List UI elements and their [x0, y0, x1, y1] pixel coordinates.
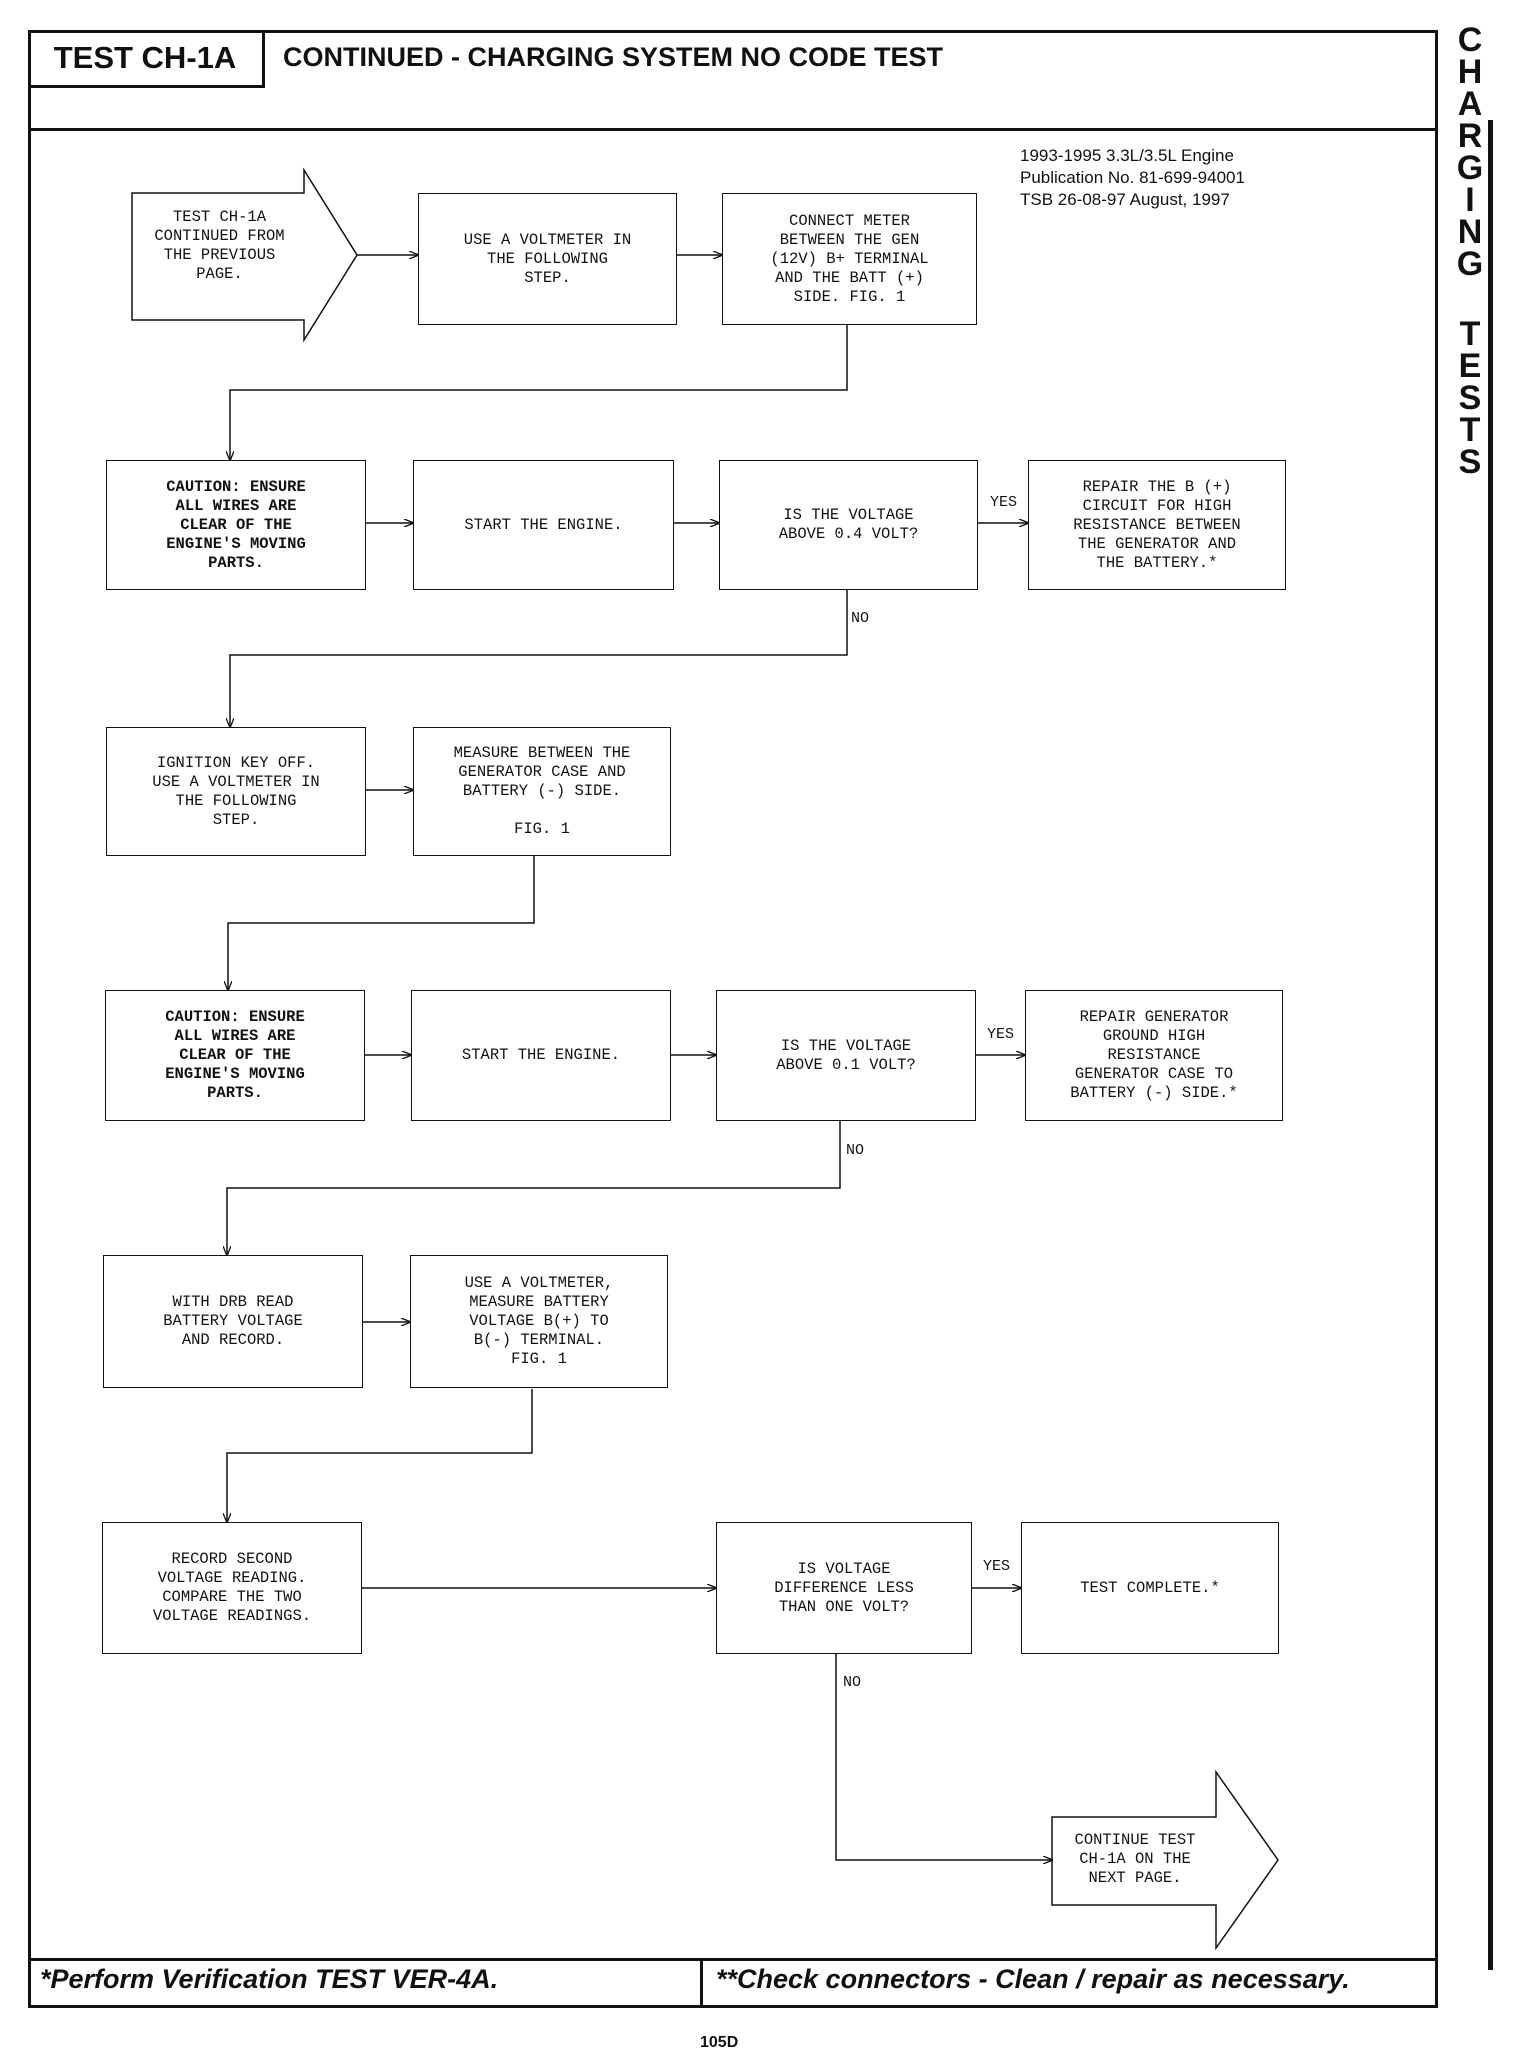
step-ignition-off: IGNITION KEY OFF. USE A VOLTMETER IN THE… — [106, 727, 366, 856]
result-repair-generator-ground: REPAIR GENERATOR GROUND HIGH RESISTANCE … — [1025, 990, 1283, 1121]
step-use-voltmeter: USE A VOLTMETER IN THE FOLLOWING STEP. — [418, 193, 677, 325]
no-label: NO — [846, 1142, 865, 1159]
footer-note-connectors: **Check connectors - Clean / repair as n… — [716, 1964, 1350, 1994]
step-connect-meter: CONNECT METER BETWEEN THE GEN (12V) B+ T… — [722, 193, 977, 325]
start-arrow-text: TEST CH-1A CONTINUED FROM THE PREVIOUS P… — [154, 208, 285, 283]
caution-box: CAUTION: ENSURE ALL WIRES ARE CLEAR OF T… — [105, 990, 365, 1121]
footer-divider — [28, 1958, 1438, 1961]
page-number: 105D — [700, 2034, 739, 2051]
continue-arrow-shape — [1051, 1769, 1279, 1951]
section-tab-letter: S — [1458, 379, 1482, 417]
footer-note-verification: *Perform Verification TEST VER-4A. — [40, 1964, 499, 1994]
publication-info: 1993-1995 3.3L/3.5L Engine Publication N… — [1020, 145, 1245, 211]
section-tab-letter: I — [1465, 181, 1475, 219]
publication-engine: 1993-1995 3.3L/3.5L Engine — [1020, 146, 1234, 165]
result-repair-b-plus-circuit: REPAIR THE B (+) CIRCUIT FOR HIGH RESIST… — [1028, 460, 1286, 590]
yes-label: YES — [990, 494, 1018, 511]
page-title: CONTINUED - CHARGING SYSTEM NO CODE TEST — [283, 42, 944, 72]
section-tab-letter: G — [1456, 149, 1484, 187]
section-tab-letter: E — [1458, 347, 1482, 385]
section-tab-letter: T — [1459, 315, 1481, 353]
step-record-second-reading: RECORD SECOND VOLTAGE READING. COMPARE T… — [102, 1522, 362, 1654]
footer-separator — [700, 1958, 703, 2008]
section-tab-letter: H — [1457, 53, 1483, 91]
result-test-complete: TEST COMPLETE.* — [1021, 1522, 1279, 1654]
decision-voltage-difference: IS VOLTAGE DIFFERENCE LESS THAN ONE VOLT… — [716, 1522, 972, 1654]
section-tab-letter: S — [1458, 443, 1482, 481]
header-divider — [28, 128, 1438, 131]
step-measure-generator-case: MEASURE BETWEEN THE GENERATOR CASE AND B… — [413, 727, 671, 856]
yes-label: YES — [983, 1558, 1011, 1575]
section-tab-letter: R — [1457, 117, 1483, 155]
decision-voltage-above-0-1: IS THE VOLTAGE ABOVE 0.1 VOLT? — [716, 990, 976, 1121]
step-start-engine: START THE ENGINE. — [413, 460, 674, 590]
start-arrow-shape — [131, 167, 358, 343]
publication-tsb: TSB 26-08-97 August, 1997 — [1020, 190, 1230, 209]
step-drb-read-voltage: WITH DRB READ BATTERY VOLTAGE AND RECORD… — [103, 1255, 363, 1388]
section-tab-letter: G — [1456, 245, 1484, 283]
step-measure-battery-voltage: USE A VOLTMETER, MEASURE BATTERY VOLTAGE… — [410, 1255, 668, 1388]
test-id-label: TEST CH-1A — [28, 30, 265, 88]
section-tab-letter: T — [1459, 411, 1481, 449]
section-tab-letter: N — [1457, 213, 1483, 251]
decision-voltage-above-0-4: IS THE VOLTAGE ABOVE 0.4 VOLT? — [719, 460, 978, 590]
no-label: NO — [851, 610, 870, 627]
page-frame — [28, 30, 1438, 2008]
section-tab-bar — [1488, 120, 1493, 1970]
section-tab-letter: A — [1457, 85, 1483, 123]
yes-label: YES — [987, 1026, 1015, 1043]
step-start-engine: START THE ENGINE. — [411, 990, 671, 1121]
publication-number: Publication No. 81-699-94001 — [1020, 168, 1245, 187]
caution-box: CAUTION: ENSURE ALL WIRES ARE CLEAR OF T… — [106, 460, 366, 590]
section-tab: C H A R G I N G T E S T S — [1445, 21, 1495, 481]
continue-arrow-text: CONTINUE TEST CH-1A ON THE NEXT PAGE. — [1074, 1831, 1196, 1887]
no-label: NO — [843, 1674, 862, 1691]
section-tab-letter: C — [1457, 21, 1483, 59]
